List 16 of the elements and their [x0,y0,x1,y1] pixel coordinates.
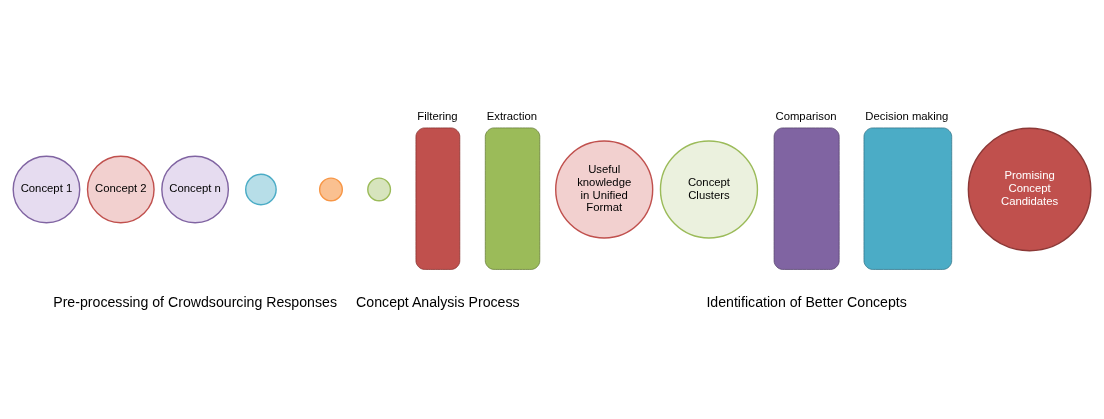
node-circle: Concept Clusters [659,139,759,239]
node-circle [245,173,277,205]
node-circle: Useful knowledge in Unified Format [555,139,654,239]
label: Pre-processing of Crowdsourcing Responses [53,293,337,310]
node-label: Extraction [486,109,538,122]
label: Identification of Better Concepts [706,293,907,310]
node-circle: Promising Concept Candidates [967,127,1092,251]
node-label: Decision making [865,109,949,122]
label: Concept Analysis Process [356,293,520,310]
node-circle [367,176,392,201]
node-circle: Concept 1 [12,155,81,223]
node-circle: Concept n [161,155,230,223]
node-circle: Concept 2 [86,155,155,223]
node-label: Comparison [775,109,837,122]
node-circle [318,176,344,201]
node-label: Filtering [417,109,458,122]
